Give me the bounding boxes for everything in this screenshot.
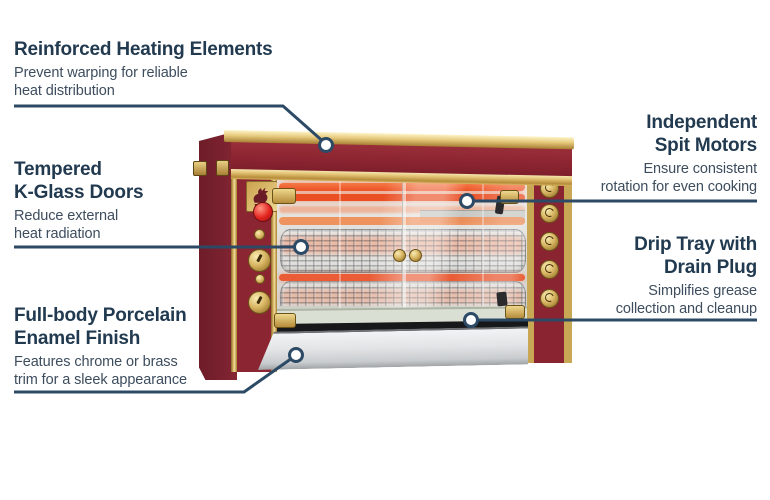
spit-motor-knob	[540, 260, 559, 279]
door-latch	[272, 188, 296, 204]
callout-title: Drip Tray with Drain Plug	[634, 234, 757, 278]
spit-motor-panel	[527, 179, 572, 363]
heating-element	[279, 194, 525, 201]
spit-motor-knob	[540, 232, 559, 251]
callout-glass-doors: Tempered K-Glass Doors Reduce external h…	[14, 158, 144, 243]
glass-seam	[339, 179, 341, 313]
door-latch	[505, 305, 525, 319]
interior-shelf	[420, 210, 525, 223]
power-button	[253, 202, 273, 222]
callout-title: Reinforced Heating Elements	[14, 39, 273, 60]
indicator-light	[255, 274, 265, 284]
callout-description: Prevent warping for reliable heat distri…	[14, 65, 188, 99]
hinge-icon	[216, 160, 229, 176]
glass-seam	[482, 179, 484, 313]
base-drawer	[258, 326, 528, 370]
callout-description: Reduce external heat radiation	[14, 208, 119, 242]
spit-motor-knob	[540, 204, 559, 223]
oven-control-panel	[231, 179, 278, 372]
callout-enamel-finish: Full-body Porcelain Enamel Finish Featur…	[14, 304, 187, 389]
hinge-icon	[193, 161, 207, 176]
spit-motor-knob	[540, 289, 559, 308]
door-latch	[274, 313, 296, 328]
heating-element-glow	[279, 206, 525, 213]
callout-description: Ensure consistent rotation for even cook…	[600, 161, 757, 195]
door-latch	[500, 190, 519, 204]
heating-element	[279, 217, 525, 225]
callout-description: Simplifies grease collection and cleanup	[615, 283, 757, 317]
door-handle	[409, 249, 422, 262]
callout-spit-motors: Independent Spit Motors Ensure consisten…	[601, 111, 757, 196]
callout-title: Independent Spit Motors	[646, 112, 757, 156]
heating-element	[279, 274, 525, 281]
door-handle	[393, 249, 406, 262]
callout-heating-elements: Reinforced Heating Elements Prevent warp…	[14, 38, 273, 100]
callout-drip-tray: Drip Tray with Drain Plug Simplifies gre…	[616, 233, 757, 318]
glass-door-area	[277, 179, 527, 313]
gold-trim-strip	[271, 179, 277, 372]
thermostat-knob	[248, 249, 271, 272]
indicator-light	[254, 229, 265, 240]
glass-door-seam	[402, 179, 406, 313]
heat-glow	[281, 289, 523, 304]
callout-title: Tempered K-Glass Doors	[14, 159, 144, 203]
callout-description: Features chrome or brass trim for a slee…	[14, 354, 187, 388]
callout-title: Full-body Porcelain Enamel Finish	[14, 305, 187, 349]
thermostat-knob	[248, 291, 271, 314]
gold-trim-strip	[231, 179, 237, 372]
